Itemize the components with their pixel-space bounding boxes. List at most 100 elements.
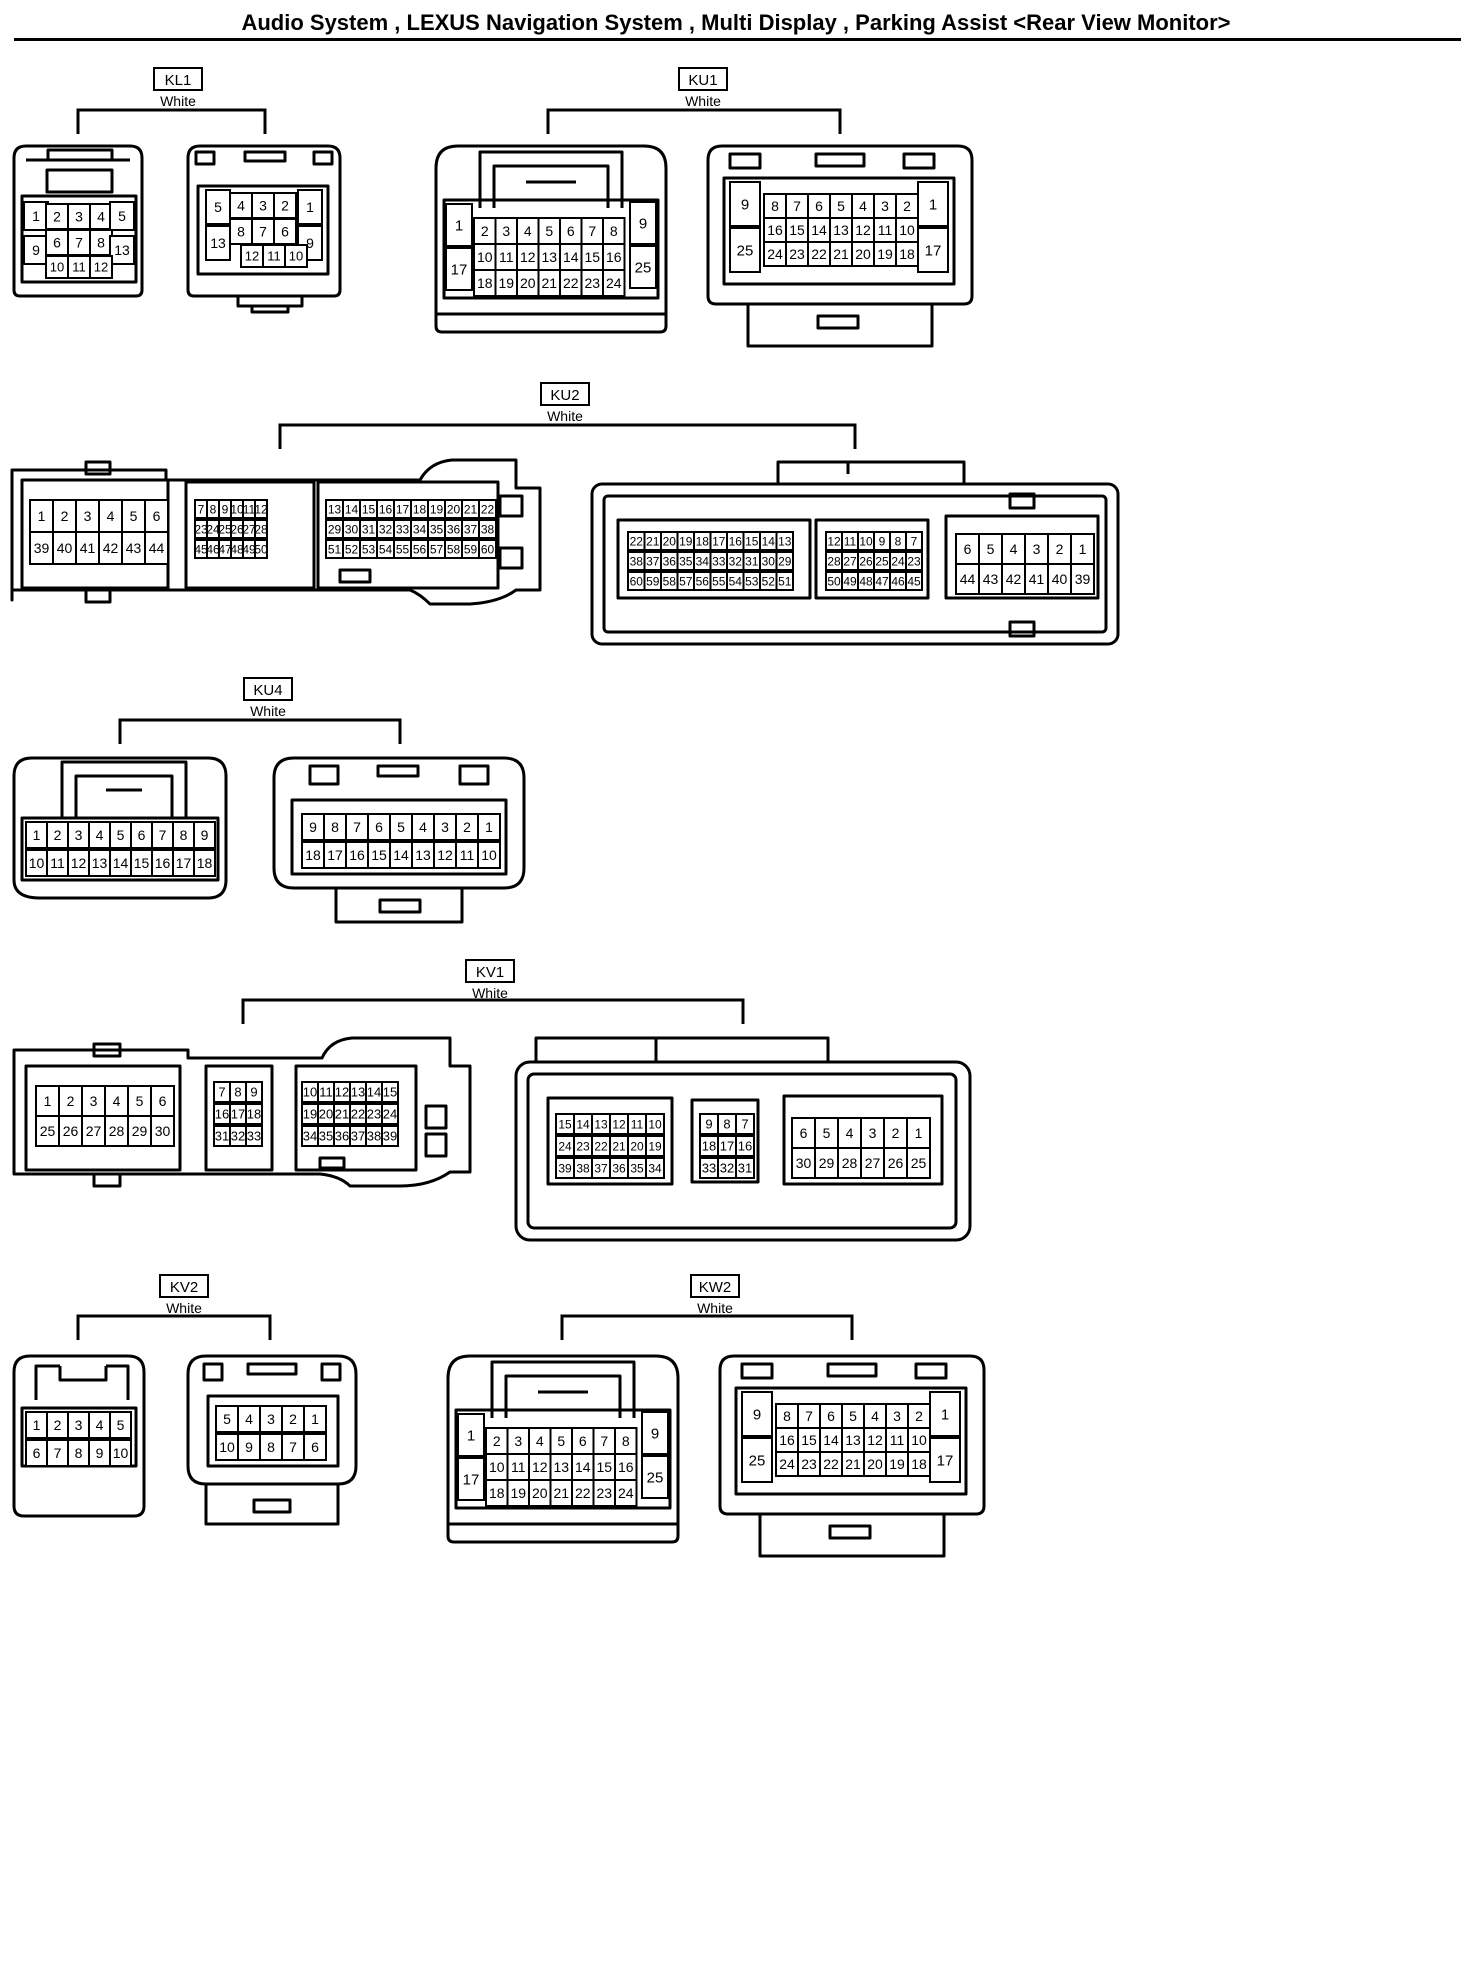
pin-cell: 2 [473, 217, 497, 245]
pin-number: 10 [289, 249, 303, 264]
pin-number: 4 [107, 508, 115, 524]
pin-number: 6 [800, 1125, 808, 1141]
pin-cell: 24 [555, 1135, 575, 1157]
pin-number: 43 [126, 540, 142, 556]
pin-cell: 8 [717, 1113, 737, 1135]
pin-cell: 2 [45, 203, 69, 230]
connector-rib [498, 546, 524, 570]
connector-rib [338, 568, 372, 584]
pin-cell: 42 [1001, 563, 1026, 595]
pin-number: 8 [97, 235, 105, 251]
pin-number: 1 [929, 196, 937, 213]
pin-number: 57 [430, 542, 444, 556]
pin-number: 35 [679, 554, 693, 568]
pin-cell: 16 [345, 841, 369, 869]
pin-number: 2 [61, 508, 69, 524]
pin-cell: 12 [89, 255, 113, 279]
pin-cell: 55 [393, 539, 412, 559]
pin-number: 17 [327, 847, 343, 863]
connector-body [718, 1354, 986, 1516]
pin-cell: 16 [726, 531, 745, 551]
pin-cell: 5 [537, 217, 561, 245]
pin-cell: 20 [528, 1479, 552, 1507]
pin-number: 1 [306, 199, 314, 215]
pin-number: 25 [749, 1452, 766, 1469]
pin-number: 12 [245, 249, 259, 264]
pin-cell: 24 [381, 1103, 399, 1125]
pin-number: 2 [915, 1408, 923, 1424]
pin-cell: 4 [88, 821, 111, 849]
connector-rib [424, 1104, 448, 1130]
pin-number: 19 [889, 1456, 905, 1472]
pin-cavity [294, 1064, 418, 1172]
pin-cell: 8 [889, 531, 907, 551]
pin-number: 25 [218, 522, 232, 536]
pin-number: 8 [783, 1408, 791, 1424]
pin-cell: 2 [895, 193, 919, 219]
connector-label-box [678, 67, 728, 91]
pin-number: 7 [600, 1433, 608, 1449]
pin-cell: 48 [230, 539, 244, 559]
pin-cell: 23 [573, 1135, 593, 1157]
pin-housing [206, 1394, 340, 1468]
pin-number: 6 [281, 224, 289, 240]
pin-number: 27 [86, 1123, 102, 1139]
pin-number: 36 [612, 1161, 626, 1175]
pin-number: 15 [596, 1459, 612, 1475]
pin-cell: 6 [955, 533, 980, 565]
pin-number: 24 [606, 275, 622, 291]
pin-number: 12 [855, 222, 871, 238]
pin-housing [20, 194, 138, 284]
pin-number: 6 [33, 1445, 41, 1461]
pin-cell: 30 [759, 551, 778, 571]
pin-cell: 10 [284, 244, 308, 268]
pin-number: 11 [878, 222, 893, 238]
pin-cell: 5 [205, 189, 231, 225]
pin-cavity [316, 480, 500, 590]
pin-number: 55 [396, 542, 410, 556]
connector-notch [740, 1362, 774, 1380]
pin-cell: 21 [829, 241, 853, 267]
pin-number: 25 [40, 1123, 56, 1139]
pin-number: 12 [867, 1432, 883, 1448]
pin-cell: 2 [485, 1427, 509, 1455]
pin-cell: 14 [365, 1081, 383, 1103]
pin-cell: 24 [206, 519, 220, 539]
pin-cell: 44 [144, 531, 169, 565]
pin-cell: 60 [627, 571, 646, 591]
pin-number: 14 [823, 1432, 839, 1448]
pin-cell: 1 [906, 1117, 931, 1149]
pin-cell: 4 [528, 1427, 552, 1455]
pin-cell: 11 [494, 243, 518, 271]
pin-number: 2 [281, 198, 289, 214]
pin-cell: 19 [494, 269, 518, 297]
pin-number: 33 [396, 522, 410, 536]
pin-housing [290, 798, 508, 876]
connector-tab [84, 588, 112, 604]
pin-number: 7 [159, 827, 167, 843]
pin-number: 10 [29, 855, 45, 871]
pin-number: 9 [96, 1445, 104, 1461]
pin-cell: 30 [342, 519, 361, 539]
pin-number: 1 [32, 208, 40, 224]
pin-cell: 9 [237, 1433, 261, 1461]
pin-number: 3 [881, 198, 889, 214]
pin-cell: 14 [389, 841, 413, 869]
pin-number: 15 [789, 222, 805, 238]
pin-cell: 52 [342, 539, 361, 559]
connector-rib [424, 1132, 448, 1158]
pin-cell: 11 [317, 1081, 335, 1103]
pin-cell: 3 [67, 203, 91, 230]
pin-cell: 28 [837, 1147, 862, 1179]
pin-number: 17 [463, 1471, 480, 1488]
pin-number: 18 [899, 246, 915, 262]
pin-number: 5 [136, 1093, 144, 1109]
connector-id: KW2 [699, 1279, 732, 1296]
pin-cell: 6 [559, 217, 583, 245]
pin-cell: 9 [297, 225, 323, 261]
pin-cell: 41 [75, 531, 100, 565]
pin-cell: 11 [46, 849, 69, 877]
pin-number: 19 [679, 534, 693, 548]
pin-cell: 6 [367, 813, 391, 841]
pin-number: 15 [371, 847, 387, 863]
